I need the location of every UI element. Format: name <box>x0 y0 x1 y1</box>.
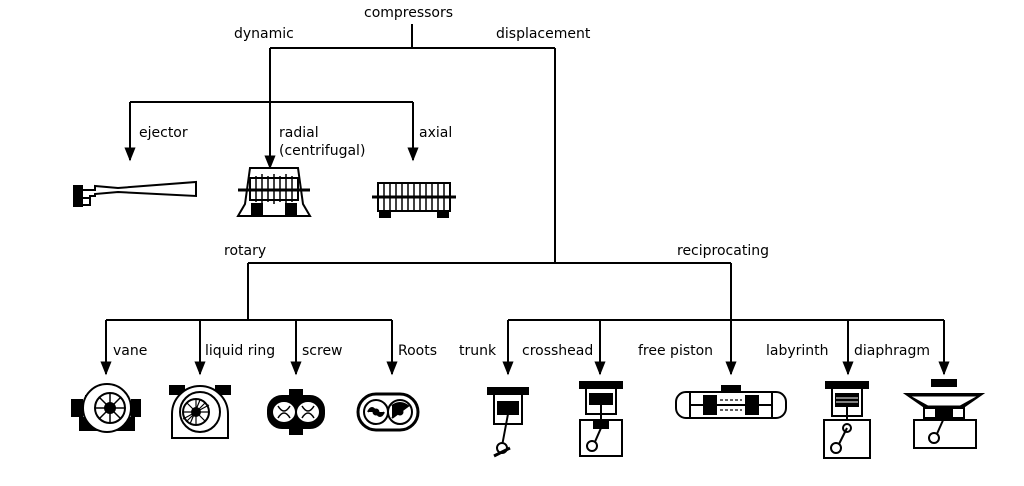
vane-compressor-icon <box>71 383 141 433</box>
type-label-radial-centrifugal: (centrifugal) <box>279 143 366 159</box>
free-piston-compressor-icon <box>675 385 787 419</box>
roots-blower-icon <box>356 392 420 432</box>
branch-label-dynamic: dynamic <box>234 26 294 42</box>
type-label-vane: vane <box>113 343 148 359</box>
ejector-icon <box>73 180 197 207</box>
labyrinth-compressor-icon <box>823 381 871 459</box>
type-label-free-piston: free piston <box>638 343 714 359</box>
type-label-roots: Roots <box>398 343 438 359</box>
root-label-compressors: compressors <box>364 5 454 21</box>
type-label-crosshead: crosshead <box>522 343 594 359</box>
group-label-reciprocating: reciprocating <box>677 243 769 259</box>
screw-compressor-icon <box>267 389 325 435</box>
type-label-radial: radial <box>279 125 319 141</box>
tree-connectors <box>100 24 950 376</box>
type-label-axial: axial <box>419 125 453 141</box>
type-label-labyrinth: labyrinth <box>766 343 829 359</box>
trunk-piston-icon <box>487 387 529 458</box>
type-label-screw: screw <box>302 343 343 359</box>
type-label-diaphragm: diaphragm <box>854 343 930 359</box>
type-label-trunk: trunk <box>459 343 497 359</box>
radial-compressor-icon <box>236 167 312 217</box>
group-label-rotary: rotary <box>224 243 267 259</box>
crosshead-compressor-icon <box>579 381 623 457</box>
type-label-liquid-ring: liquid ring <box>205 343 276 359</box>
diaphragm-compressor-icon <box>902 379 986 449</box>
branch-label-displacement: displacement <box>496 26 591 42</box>
type-label-ejector: ejector <box>139 125 188 141</box>
liquid-ring-compressor-icon <box>169 385 231 439</box>
axial-compressor-icon <box>372 182 456 218</box>
